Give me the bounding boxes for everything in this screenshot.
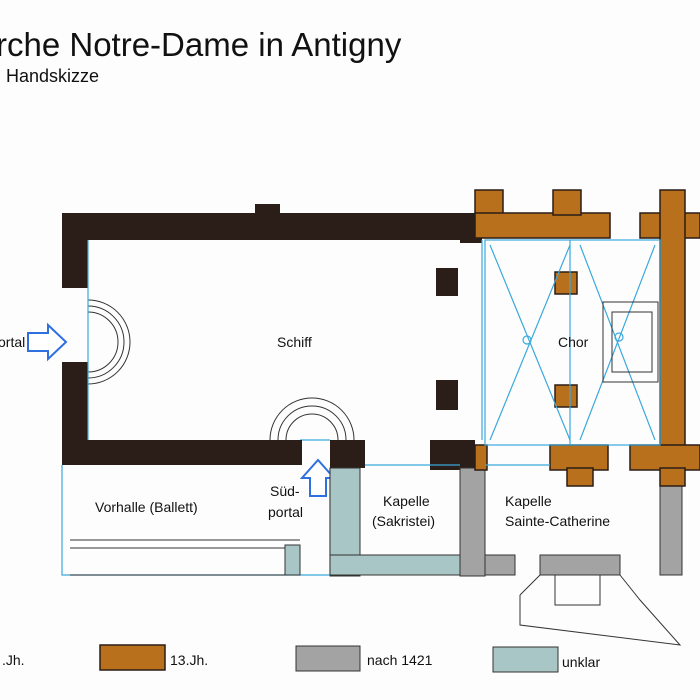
legend-swatch-13th (99, 644, 166, 671)
label-sacristy-2: (Sakristei) (372, 513, 435, 529)
label-south-portal-1: Süd- (270, 483, 300, 499)
label-porch: Vorhalle (Ballett) (95, 499, 198, 515)
south-entrance-arrow-icon (299, 458, 337, 497)
legend: .Jh. 13.Jh. nach 1421 unklar (2, 644, 600, 673)
west-portal (27, 299, 131, 385)
label-portal: ortal (0, 334, 25, 350)
label-nave: Schiff (277, 334, 312, 350)
south-portal (269, 397, 355, 497)
label-chapel-catherine-1: Kapelle (505, 493, 552, 509)
choir-vaults (87, 239, 661, 466)
legend-label-13th: 13.Jh. (170, 652, 208, 668)
legend-label-romanesque: .Jh. (2, 652, 25, 668)
label-choir: Chor (558, 334, 589, 350)
legend-label-after-1421: nach 1421 (367, 652, 433, 668)
label-sacristy-1: Kapelle (383, 493, 430, 509)
legend-swatch-after-1421 (295, 645, 361, 672)
nave-walls (62, 204, 482, 470)
sacristy-walls (459, 467, 683, 646)
legend-swatch-unclear (492, 646, 559, 673)
entrance-arrow-icon (27, 322, 68, 362)
label-south-portal-2: portal (268, 504, 303, 520)
plan-subtitle: Handskizze (6, 66, 100, 86)
label-chapel-catherine-2: Sainte-Catherine (505, 513, 610, 529)
plan-title: rche Notre-Dame in Antigny (0, 26, 402, 63)
legend-label-unclear: unklar (562, 654, 600, 670)
unclear-walls (284, 467, 461, 577)
